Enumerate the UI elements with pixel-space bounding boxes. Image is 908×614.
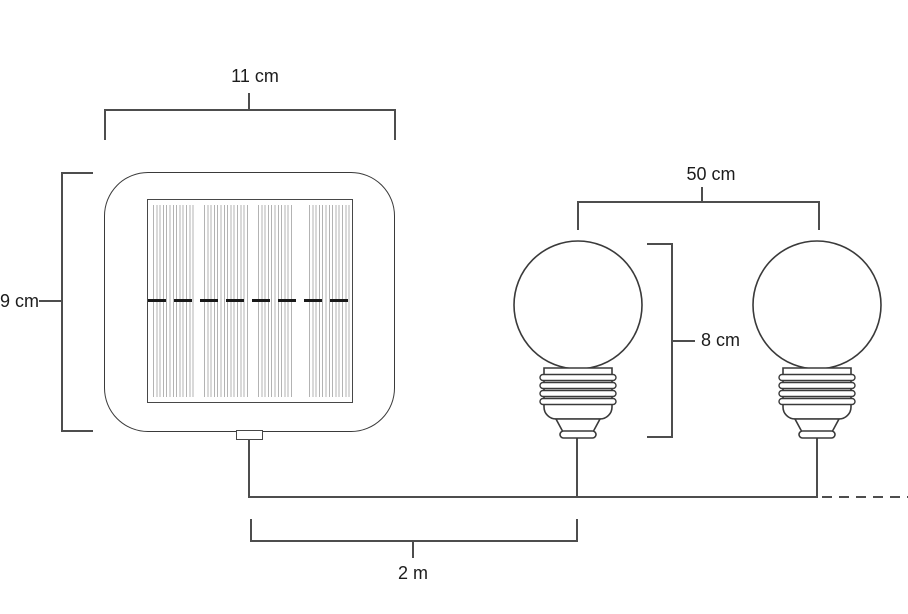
dim-tick: [647, 436, 673, 438]
dim-tick: [61, 172, 93, 174]
dim-pointer: [673, 340, 695, 342]
globe-bulb-icon: [752, 240, 882, 439]
dim-tick: [647, 243, 673, 245]
dim-tick: [576, 519, 578, 542]
globe-bulb-icon: [513, 240, 643, 439]
dim-line: [577, 201, 820, 203]
dashed-cable-continuation: [822, 496, 908, 498]
panel-drop-wire: [248, 439, 250, 498]
dim-pointer: [248, 93, 250, 109]
solar-cell-area: [147, 199, 353, 403]
bulb-spacing-label: 50 cm: [686, 164, 736, 184]
bulb-height-label: 8 cm: [701, 330, 741, 350]
dim-tick: [61, 430, 93, 432]
dim-tick: [577, 201, 579, 230]
bulb1-drop-wire: [576, 437, 578, 498]
main-wire: [248, 496, 818, 498]
dim-tick: [394, 109, 396, 140]
panel-height-label: 9 cm: [0, 291, 40, 311]
dim-pointer: [412, 540, 414, 558]
dim-line: [104, 109, 396, 111]
dim-line: [61, 172, 63, 432]
bulb2-drop-wire: [816, 437, 818, 498]
dim-line: [250, 540, 578, 542]
dim-line: [671, 243, 673, 438]
solar-panel-busbar: [148, 299, 351, 302]
dim-pointer: [701, 187, 703, 201]
dim-tick: [104, 109, 106, 140]
panel-width-label: 11 cm: [231, 66, 279, 86]
dim-tick: [818, 201, 820, 230]
dim-pointer: [39, 300, 61, 302]
cable-length-label: 2 m: [397, 563, 428, 583]
dim-tick: [250, 519, 252, 542]
